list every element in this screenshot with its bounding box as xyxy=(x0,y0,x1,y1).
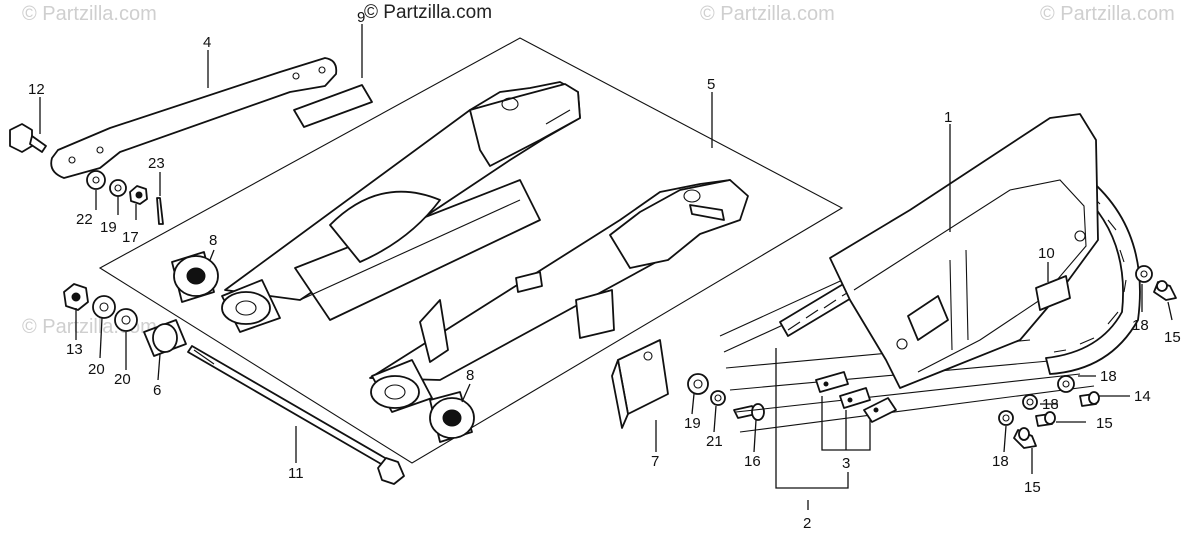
label-part xyxy=(1035,275,1071,311)
cotter-pin-part xyxy=(156,197,164,225)
callout-5: 5 xyxy=(707,76,715,93)
callout-19: 19 xyxy=(684,415,701,432)
bolt-part xyxy=(9,123,47,153)
callout-2: 2 xyxy=(803,515,811,532)
callout-11: 11 xyxy=(288,465,304,482)
callout-labels: 1 2 3 4 5 6 7 8 8 9 10 11 12 13 14 15 15… xyxy=(28,9,1181,532)
bolt-part xyxy=(1035,411,1056,427)
callout-1: 1 xyxy=(944,109,952,126)
washer-part xyxy=(687,373,709,395)
washer-part xyxy=(998,410,1014,426)
callout-23: 23 xyxy=(148,155,165,172)
callout-3: 3 xyxy=(842,455,850,472)
washer-part xyxy=(86,170,106,190)
callout-17: 17 xyxy=(122,229,139,246)
washer-part xyxy=(1135,265,1153,283)
callout-18: 18 xyxy=(992,453,1009,470)
bushing-part xyxy=(171,251,219,303)
callout-18: 18 xyxy=(1132,317,1149,334)
leader-lines xyxy=(39,24,1173,510)
torque-arm-part xyxy=(50,57,338,179)
callout-8: 8 xyxy=(466,367,474,384)
callout-16: 16 xyxy=(744,453,761,470)
callout-8: 8 xyxy=(209,232,217,249)
callout-10: 10 xyxy=(1038,245,1055,262)
washer-part xyxy=(114,308,138,332)
watermark: © Partzilla.com xyxy=(1040,3,1175,25)
bushing-part xyxy=(429,391,475,443)
watermark: © Partzilla.com xyxy=(22,3,157,25)
bolt-part xyxy=(1079,391,1100,407)
master-link-part xyxy=(815,371,897,423)
callout-21: 21 xyxy=(706,433,723,450)
callout-22: 22 xyxy=(76,211,93,228)
callout-15: 15 xyxy=(1164,329,1181,346)
callout-6: 6 xyxy=(153,382,161,399)
bolt-part xyxy=(1013,427,1037,449)
washer-part xyxy=(710,390,726,406)
callout-13: 13 xyxy=(66,341,83,358)
bolt-part xyxy=(1153,280,1177,301)
pivot-tube xyxy=(370,359,433,413)
watermark-header: © Partzilla.com xyxy=(364,2,492,23)
callout-4: 4 xyxy=(203,34,211,51)
callout-15: 15 xyxy=(1096,415,1113,432)
nut-part xyxy=(63,283,89,311)
washer-part xyxy=(1022,394,1038,410)
watermark: © Partzilla.com xyxy=(700,3,835,25)
pivot-tube xyxy=(221,279,281,333)
pivot-bolt-part xyxy=(187,345,405,485)
washer-part xyxy=(1057,375,1075,393)
callout-18: 18 xyxy=(1100,368,1117,385)
callout-7: 7 xyxy=(651,453,659,470)
chain-case-part xyxy=(829,113,1099,389)
nut-part xyxy=(129,185,148,205)
assembly-frame xyxy=(98,37,844,464)
callout-18: 18 xyxy=(1042,396,1059,413)
callout-15: 15 xyxy=(1024,479,1041,496)
callout-20: 20 xyxy=(114,371,131,388)
callout-9: 9 xyxy=(357,9,365,26)
callout-20: 20 xyxy=(88,361,105,378)
collar-part xyxy=(143,319,187,357)
callout-19: 19 xyxy=(100,219,117,236)
callout-14: 14 xyxy=(1134,388,1151,405)
callout-12: 12 xyxy=(28,81,45,98)
bolt-part xyxy=(733,403,765,421)
label-plate-part xyxy=(293,84,373,128)
washer-part xyxy=(109,179,127,197)
bracket-part xyxy=(611,339,669,429)
washer-part xyxy=(92,295,116,319)
swingarm-part xyxy=(221,81,749,413)
